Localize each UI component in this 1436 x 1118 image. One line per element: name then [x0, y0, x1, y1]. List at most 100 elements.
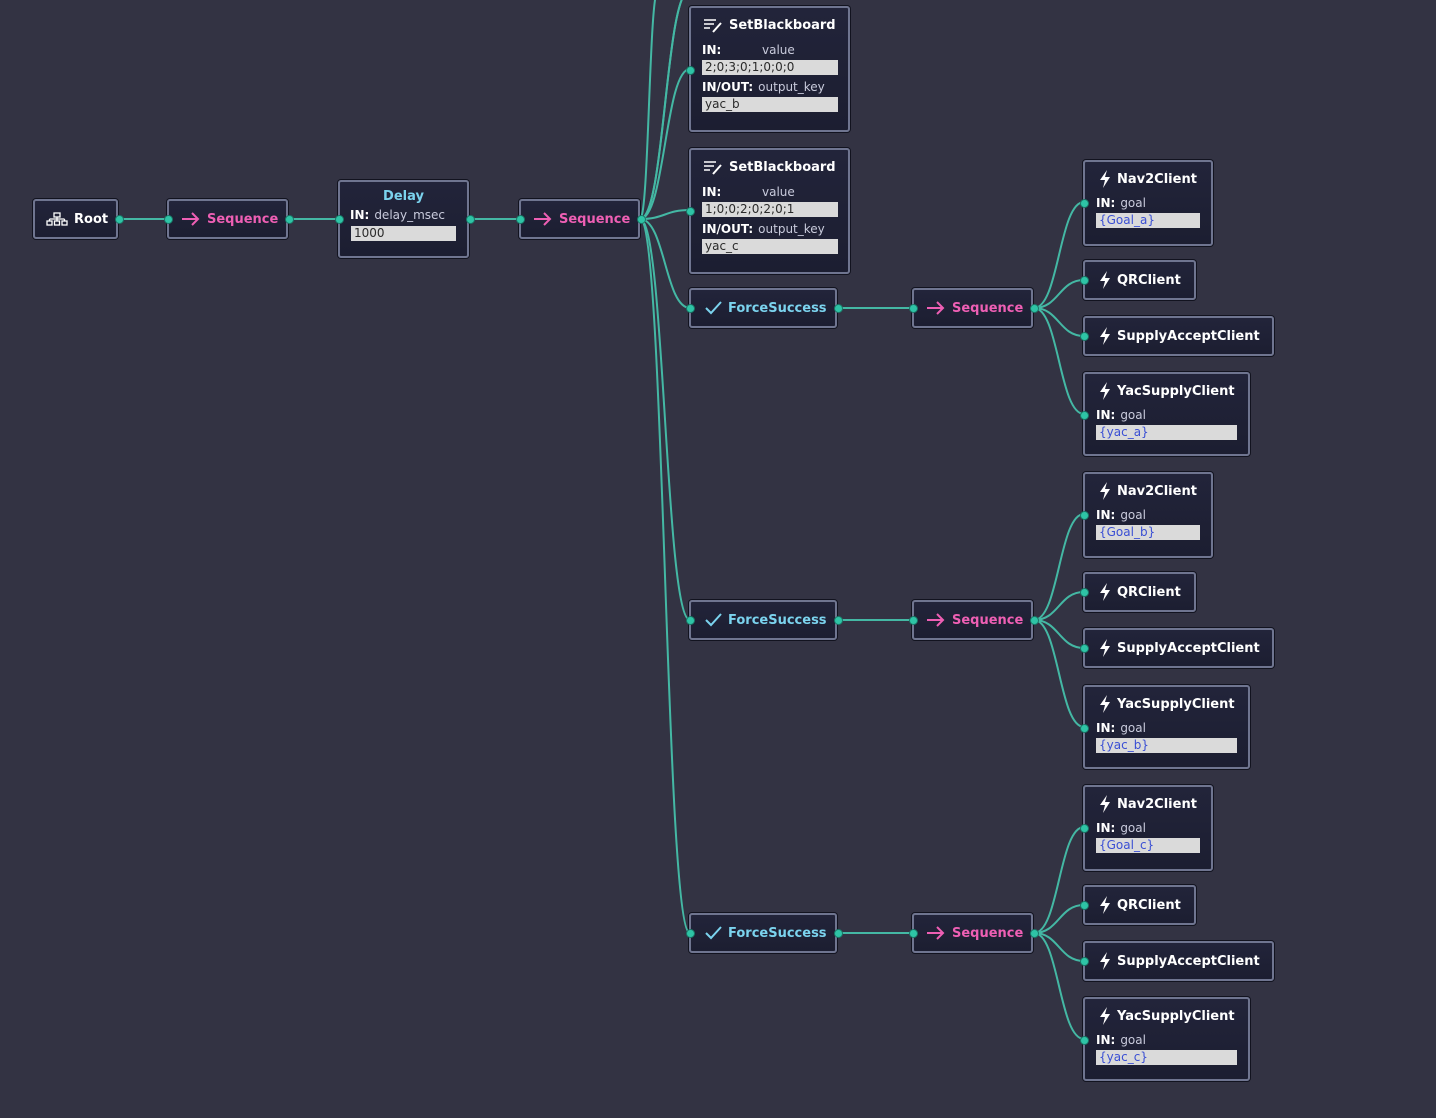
- nav2-client-node[interactable]: Nav2Client IN: goal {Goal_b}: [1080, 472, 1213, 558]
- input-port[interactable]: [686, 929, 695, 938]
- goal-field[interactable]: {Goal_c}: [1096, 838, 1200, 853]
- value-port-name: value: [762, 43, 795, 57]
- input-port[interactable]: [1080, 1036, 1089, 1045]
- arrow-right-icon: [534, 212, 552, 226]
- input-port[interactable]: [1080, 588, 1089, 597]
- supply-accept-client-node[interactable]: SupplyAcceptClient: [1080, 941, 1274, 981]
- output-port[interactable]: [285, 215, 294, 224]
- goal-port-row: IN: goal: [1085, 505, 1211, 525]
- delay-title: Delay: [383, 189, 424, 204]
- set-blackboard-node-1[interactable]: SetBlackboard IN: value 2;0;3;0;1;0;0;0 …: [686, 6, 850, 132]
- edge: [1033, 932, 1085, 962]
- force-success-node[interactable]: ForceSuccess: [686, 288, 843, 328]
- input-port[interactable]: [909, 616, 918, 625]
- output-key-field[interactable]: yac_b: [702, 97, 838, 112]
- input-port[interactable]: [686, 616, 695, 625]
- input-port[interactable]: [686, 304, 695, 313]
- goal-field[interactable]: {Goal_b}: [1096, 525, 1200, 540]
- delay-port-row: IN: delay_msec: [340, 204, 467, 226]
- input-port[interactable]: [686, 66, 695, 75]
- lightning-icon: [1100, 482, 1110, 500]
- edge: [1033, 619, 1085, 649]
- supply-accept-client-node[interactable]: SupplyAcceptClient: [1080, 628, 1274, 668]
- value-field[interactable]: 2;0;3;0;1;0;0;0: [702, 60, 838, 75]
- input-port[interactable]: [1080, 199, 1089, 208]
- edge: [1033, 279, 1085, 309]
- qr-client-title: QRClient: [1117, 897, 1181, 913]
- output-port[interactable]: [466, 215, 475, 224]
- goal-field[interactable]: {Goal_a}: [1096, 213, 1200, 228]
- yac-supply-client-node[interactable]: YacSupplyClient IN: goal {yac_a}: [1080, 372, 1250, 456]
- sequence-node-1[interactable]: Sequence: [164, 199, 294, 239]
- sequence-node-2[interactable]: Sequence: [516, 199, 646, 239]
- arrow-right-icon: [927, 613, 945, 627]
- edge: [639, 218, 691, 934]
- yac-supply-client-node[interactable]: YacSupplyClient IN: goal {yac_b}: [1080, 685, 1250, 769]
- output-port[interactable]: [1030, 304, 1039, 313]
- input-port[interactable]: [335, 215, 344, 224]
- output-port[interactable]: [1030, 616, 1039, 625]
- input-port[interactable]: [686, 207, 695, 216]
- root-output-port[interactable]: [115, 215, 124, 224]
- input-port[interactable]: [1080, 644, 1089, 653]
- in-port-row: IN: value: [691, 40, 848, 60]
- arrow-right-icon: [927, 301, 945, 315]
- input-port[interactable]: [1080, 332, 1089, 341]
- value-port-name: value: [762, 185, 795, 199]
- output-port[interactable]: [834, 929, 843, 938]
- qr-client-node[interactable]: QRClient: [1080, 885, 1196, 925]
- branch-sequence-node[interactable]: Sequence: [909, 600, 1039, 640]
- goal-field[interactable]: {yac_c}: [1096, 1050, 1237, 1065]
- checkmark-icon: [705, 613, 722, 627]
- input-port[interactable]: [1080, 411, 1089, 420]
- edge: [639, 218, 691, 309]
- edge: [1033, 201, 1085, 309]
- output-key-field[interactable]: yac_c: [702, 239, 838, 254]
- yac-supply-client-node[interactable]: YacSupplyClient IN: goal {yac_c}: [1080, 997, 1250, 1081]
- output-port[interactable]: [637, 215, 646, 224]
- yac-supply-client-title: YacSupplyClient: [1117, 383, 1235, 399]
- output-port[interactable]: [834, 304, 843, 313]
- qr-client-node[interactable]: QRClient: [1080, 260, 1196, 300]
- lightning-icon: [1100, 639, 1110, 657]
- in-label: IN:: [1096, 508, 1116, 522]
- qr-client-node[interactable]: QRClient: [1080, 572, 1196, 612]
- input-port[interactable]: [1080, 901, 1089, 910]
- goal-field[interactable]: {yac_b}: [1096, 738, 1237, 753]
- input-port[interactable]: [1080, 824, 1089, 833]
- delay-msec-field[interactable]: 1000: [351, 226, 456, 241]
- value-field[interactable]: 1;0;0;2;0;2;0;1: [702, 202, 838, 217]
- branch-sequence-node[interactable]: Sequence: [909, 288, 1039, 328]
- in-label: IN:: [702, 185, 722, 199]
- edge: [639, 0, 657, 220]
- branch-sequence-node[interactable]: Sequence: [909, 913, 1039, 953]
- input-port[interactable]: [909, 304, 918, 313]
- goal-port-row: IN: goal: [1085, 718, 1248, 738]
- input-port[interactable]: [909, 929, 918, 938]
- root-node[interactable]: Root: [33, 199, 124, 239]
- output-port[interactable]: [834, 616, 843, 625]
- input-port[interactable]: [1080, 957, 1089, 966]
- goal-port-name: goal: [1120, 196, 1146, 210]
- input-port[interactable]: [164, 215, 173, 224]
- arrow-right-icon: [182, 212, 200, 226]
- output-port[interactable]: [1030, 929, 1039, 938]
- input-port[interactable]: [1080, 511, 1089, 520]
- set-blackboard-node-2[interactable]: SetBlackboard IN: value 1;0;0;2;0;2;0;1 …: [686, 148, 850, 274]
- sequence-label: Sequence: [952, 612, 1024, 628]
- force-success-node[interactable]: ForceSuccess: [686, 600, 843, 640]
- nav2-client-node[interactable]: Nav2Client IN: goal {Goal_a}: [1080, 160, 1213, 246]
- lightning-icon: [1100, 170, 1110, 188]
- supply-accept-client-node[interactable]: SupplyAcceptClient: [1080, 316, 1274, 356]
- inout-port-row: IN/OUT: output_key: [691, 77, 848, 97]
- checkmark-icon: [705, 301, 722, 315]
- input-port[interactable]: [1080, 276, 1089, 285]
- root-label: Root: [74, 211, 109, 227]
- force-success-node[interactable]: ForceSuccess: [686, 913, 843, 953]
- input-port[interactable]: [516, 215, 525, 224]
- input-port[interactable]: [1080, 724, 1089, 733]
- goal-field[interactable]: {yac_a}: [1096, 425, 1237, 440]
- nav2-client-node[interactable]: Nav2Client IN: goal {Goal_c}: [1080, 785, 1213, 871]
- nav2-client-title: Nav2Client: [1117, 483, 1197, 499]
- delay-node[interactable]: Delay IN: delay_msec 1000: [335, 180, 475, 258]
